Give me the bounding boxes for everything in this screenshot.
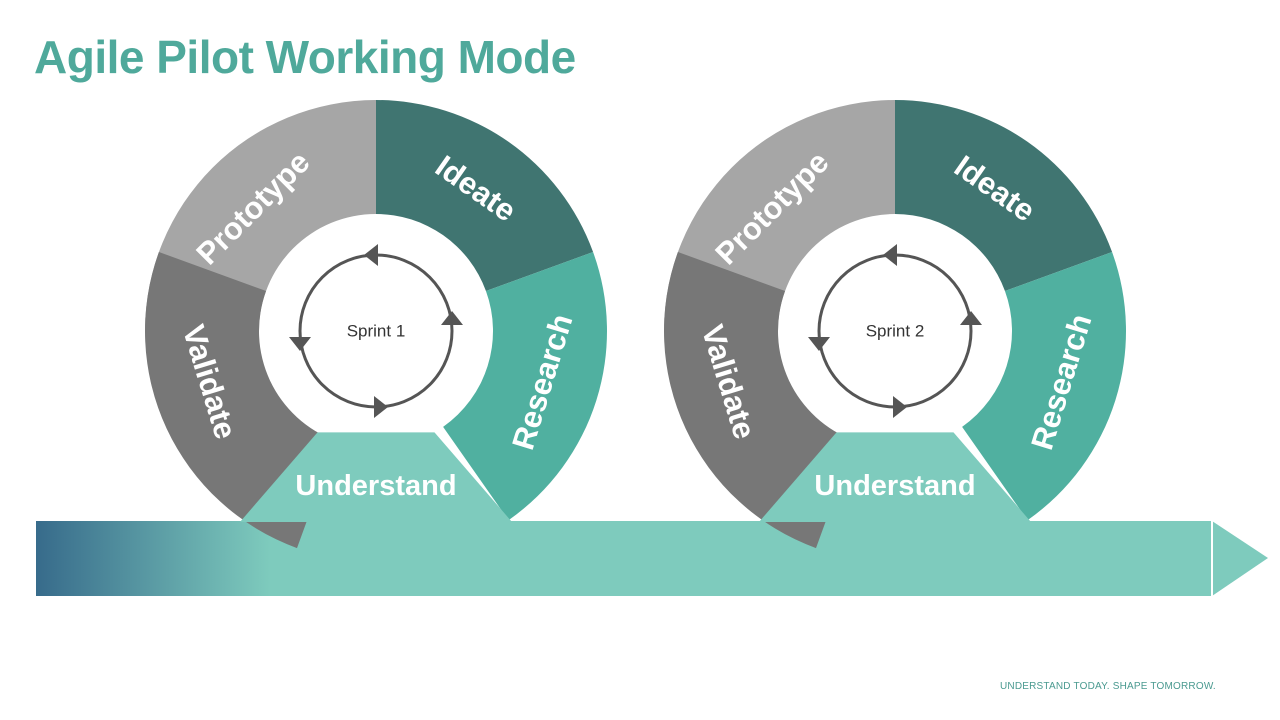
understand-label: Understand — [295, 470, 456, 502]
understand-segment — [759, 432, 1031, 522]
arrow-head — [1212, 521, 1268, 596]
page-title: Agile Pilot Working Mode — [34, 31, 576, 83]
cycle-arrows-icon — [808, 244, 982, 418]
cycle-arrows-icon — [289, 244, 463, 418]
ideate-segment — [376, 100, 594, 291]
research-segment — [962, 251, 1126, 521]
sprint-label: Sprint 1 — [347, 322, 406, 341]
ideate-segment — [895, 100, 1113, 291]
research-segment — [443, 251, 608, 521]
understand-label: Understand — [814, 470, 975, 502]
tagline: UNDERSTAND TODAY. SHAPE TOMORROW. — [1000, 681, 1216, 692]
understand-segment — [240, 432, 512, 522]
arrow-shaft — [36, 521, 1212, 596]
sprint-label: Sprint 2 — [866, 322, 925, 341]
timeline-arrow — [36, 521, 1268, 596]
